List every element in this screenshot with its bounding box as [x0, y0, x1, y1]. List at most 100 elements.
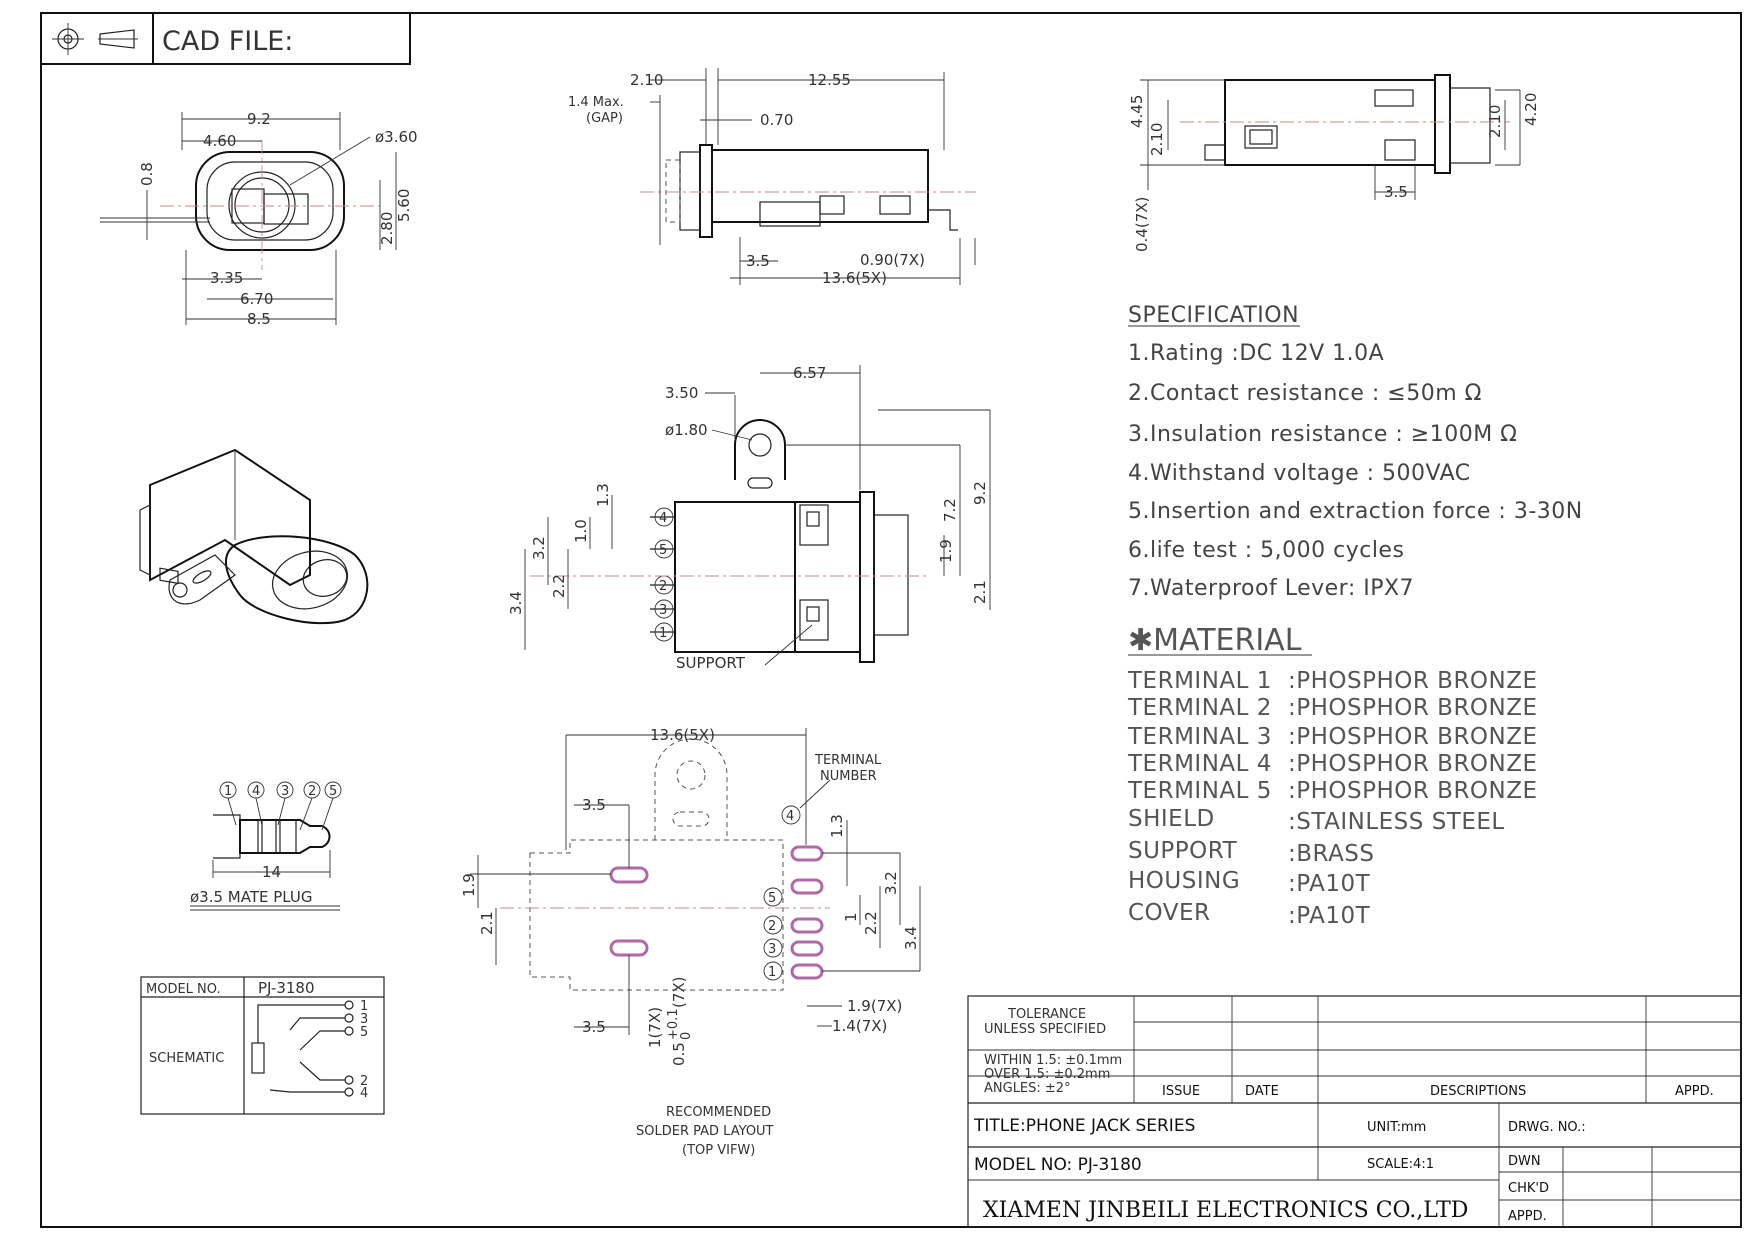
schematic-label: SCHEMATIC [149, 1051, 224, 1066]
dim-2-1-pad: 2.1 [478, 911, 496, 935]
schematic-pin: 5 [360, 1025, 368, 1040]
unit-label: UNIT:mm [1367, 1120, 1426, 1135]
terminal-label: 4 [786, 809, 794, 824]
schematic-pin: 1 [360, 999, 368, 1014]
model-no-value: PJ-3180 [258, 979, 315, 997]
material-value: :PA10T [1288, 871, 1371, 897]
terminal-label: 1 [659, 626, 667, 641]
dim-6-70: 6.70 [240, 290, 273, 308]
dim-3-4-pad: 3.4 [902, 926, 920, 950]
plug-label: 5 [329, 784, 337, 799]
dim-2-10: 2.10 [630, 71, 663, 89]
terminal-number-label: TERMINAL [814, 753, 882, 768]
dim-5-60: 5.60 [395, 189, 413, 222]
tolerance-label: UNLESS SPECIFIED [984, 1022, 1106, 1037]
dim-3-5-end: 3.5 [1384, 183, 1408, 201]
plug-label: 1 [224, 784, 232, 799]
material-part: TERMINAL 5 [1127, 778, 1272, 804]
end-view: 4.45 2.10 0.4(7X) 2.10 4.20 3.5 [1128, 74, 1540, 252]
sheet-border [40, 12, 1742, 1228]
dim-gap-1-4: 1.4 Max. [568, 95, 624, 110]
model-no-label: MODEL NO. [146, 982, 221, 997]
schematic-pin: 4 [360, 1086, 368, 1101]
material-part: SUPPORT [1128, 838, 1238, 864]
terminal-label: 5 [768, 891, 776, 906]
dim-dia-1-80: ø1.80 [665, 421, 708, 439]
spec-insulation-resistance: 3.Insulation resistance : ≥100M Ω [1128, 422, 1517, 447]
dim-2-2-top: 2.2 [550, 574, 568, 598]
dim-4-60: 4.60 [203, 132, 236, 150]
terminal-label: 2 [659, 579, 667, 594]
terminal-label: 3 [768, 942, 776, 957]
dim-1-9-top: 1.9 [937, 539, 955, 563]
pad-caption: RECOMMENDED [666, 1105, 771, 1120]
dim-0-5-7x: (7X) [670, 976, 688, 1008]
material-value: :PHOSPHOR BRONZE [1288, 751, 1538, 777]
material-value: :STAINLESS STEEL [1288, 809, 1505, 835]
spec-withstand-voltage: 4.Withstand voltage : 500VAC [1128, 461, 1471, 486]
dim-1-9-pad: 1.9 [460, 873, 478, 897]
third-angle-projection-icon [52, 23, 138, 55]
schematic-table: MODEL NO. PJ-3180 SCHEMATIC 1 3 5 2 4 [140, 976, 385, 1115]
tolerance-angles: ANGLES: ±2° [984, 1081, 1071, 1096]
material-part: TERMINAL 2 [1127, 695, 1272, 721]
material-part: HOUSING [1128, 868, 1240, 894]
spec-title: SPECIFICATION [1128, 303, 1299, 328]
dim-8-5: 8.5 [247, 310, 271, 328]
dim-3-35: 3.35 [210, 269, 243, 287]
schematic-pin: 3 [360, 1012, 368, 1027]
dim-3-5-pad-top: 3.5 [582, 796, 606, 814]
appd-label: APPD. [1508, 1209, 1547, 1224]
dim-0-90: 0.90(7X) [860, 251, 925, 269]
spec-contact-resistance: 2.Contact resistance : ≤50m Ω [1128, 381, 1482, 406]
pad-caption: SOLDER PAD LAYOUT [636, 1124, 774, 1139]
dim-4-45: 4.45 [1128, 95, 1146, 128]
plug-label: 4 [252, 784, 260, 799]
dim-2-2-pad: 2.2 [862, 911, 880, 935]
dim-0-70: 0.70 [760, 111, 793, 129]
header-box: CAD FILE: [41, 13, 411, 65]
dim-2-10-end-left: 2.10 [1148, 123, 1166, 156]
company-name: XIAMEN JINBEILI ELECTRONICS CO.,LTD [983, 1198, 1468, 1223]
drawing-number-label: DRWG. NO.: [1508, 1120, 1586, 1135]
scale-label: SCALE:4:1 [1367, 1157, 1434, 1172]
material: ✱MATERIAL TERMINAL 1 :PHOSPHOR BRONZE TE… [1127, 623, 1538, 929]
dim-0-5: 0.5 [670, 1042, 688, 1066]
dim-1-pad: 1 [842, 912, 860, 922]
material-part: SHIELD [1128, 806, 1215, 832]
dim-1-3-top: 1.3 [594, 483, 612, 507]
dim-gap-label: (GAP) [586, 111, 623, 126]
dim-13-6-pad: 13.6(5X) [650, 726, 715, 744]
pad-caption: (TOP VIFW) [682, 1143, 755, 1158]
dim-dia-3-60: ø3.60 [375, 128, 418, 146]
terminal-label: 5 [659, 543, 667, 558]
dim-0-4: 0.4(7X) [1133, 197, 1151, 252]
dim-0-5-tol-dn: 0 [679, 1032, 694, 1040]
terminal-label: 1 [768, 965, 776, 980]
dim-3-50: 3.50 [665, 384, 698, 402]
top-view: 4 5 2 3 1 6.57 3.50 ø1.80 7.2 9.2 1.9 2.… [507, 364, 991, 672]
material-part: TERMINAL 3 [1127, 724, 1272, 750]
terminal-label: 4 [659, 511, 667, 526]
schematic-pin: 2 [360, 1074, 368, 1089]
dim-0-8: 0.8 [138, 162, 156, 186]
dwn-label: DWN [1508, 1154, 1541, 1169]
dim-4-20: 4.20 [1522, 93, 1540, 126]
material-value: :PHOSPHOR BRONZE [1288, 778, 1538, 804]
dim-1-9-7x: 1.9(7X) [847, 997, 902, 1015]
dim-1-3-pad: 1.3 [828, 814, 846, 838]
specification: SPECIFICATION 1.Rating :DC 12V 1.0A 2.Co… [1128, 303, 1582, 601]
material-part: COVER [1128, 900, 1211, 926]
dim-1-4-7x: 1.4(7X) [832, 1017, 887, 1035]
material-value: :PHOSPHOR BRONZE [1288, 724, 1538, 750]
spec-life-test: 6.life test : 5,000 cycles [1128, 538, 1404, 563]
dim-14: 14 [262, 863, 281, 881]
date-header: DATE [1245, 1084, 1279, 1099]
isometric-view [139, 448, 369, 625]
dim-6-57: 6.57 [793, 364, 826, 382]
dim-3-4-top: 3.4 [507, 591, 525, 615]
title-model-no: MODEL NO: PJ-3180 [974, 1155, 1142, 1175]
tolerance-label: TOLERANCE [1007, 1007, 1086, 1022]
dim-7-2: 7.2 [941, 498, 959, 522]
